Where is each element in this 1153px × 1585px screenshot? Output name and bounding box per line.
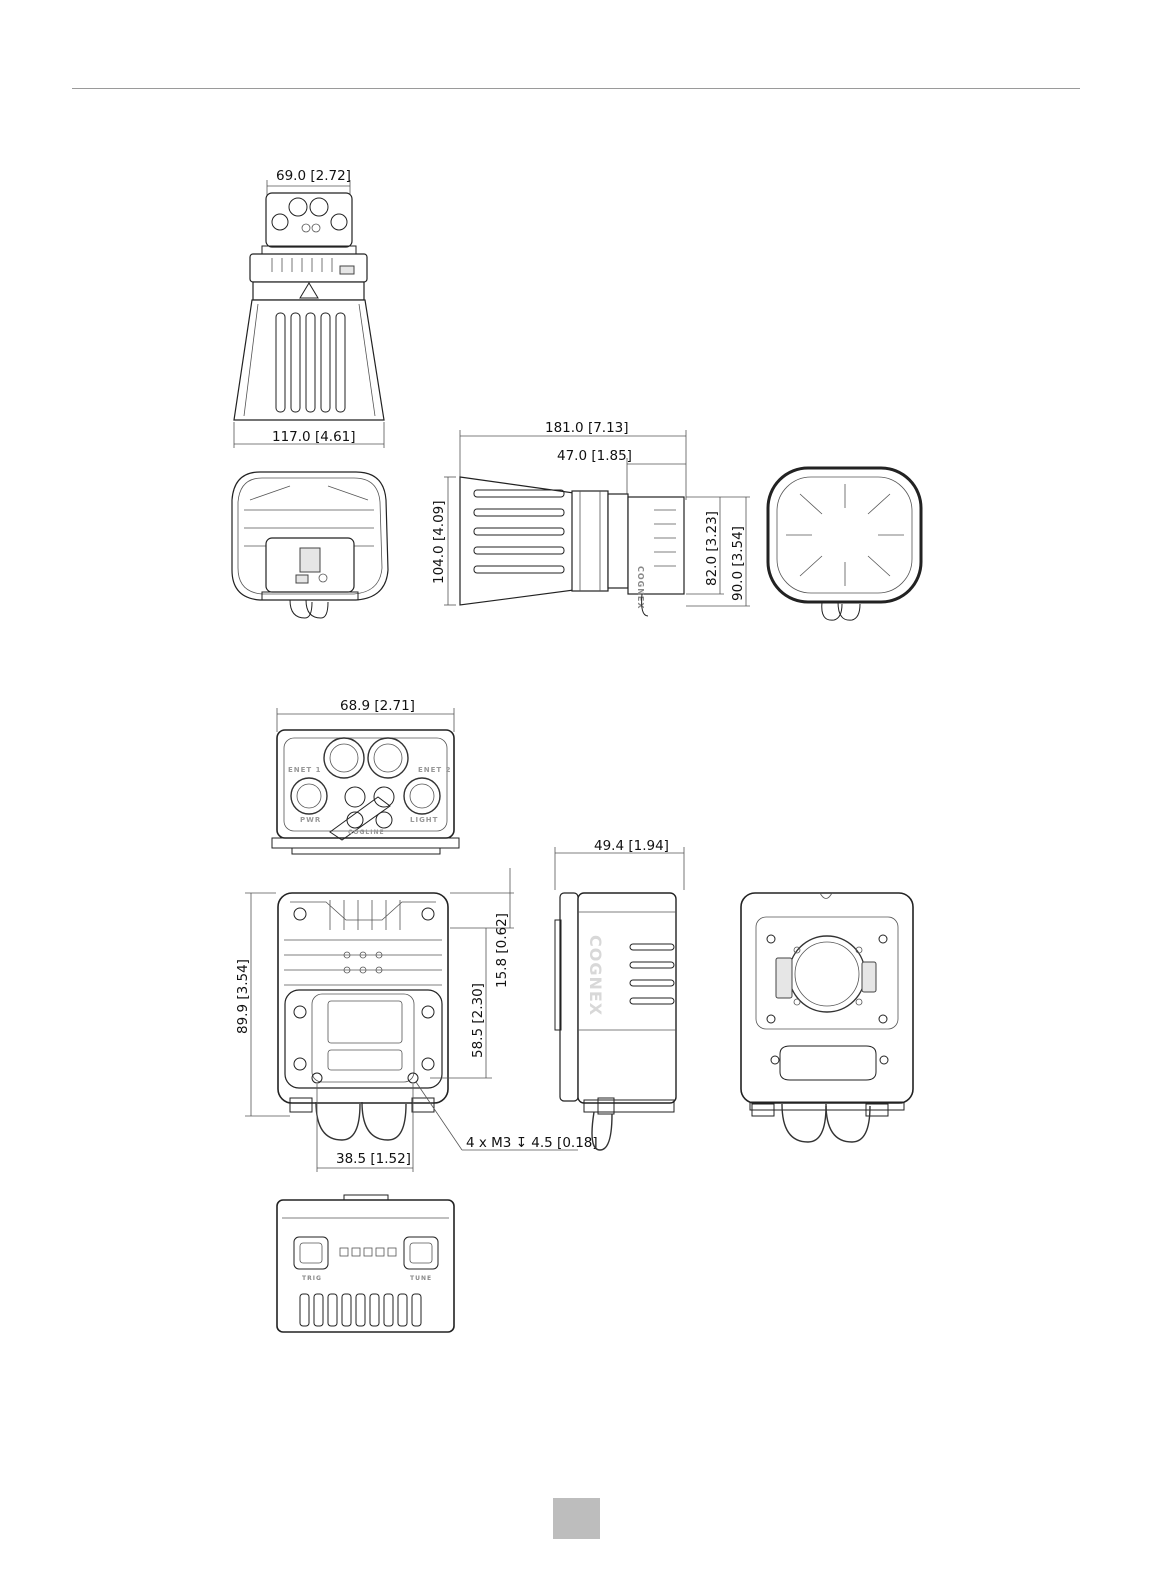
view-connector-panel: 68.9 [2.71] ENET 1 ENET 2 PWR LIGHT COGL… <box>272 698 459 854</box>
label-tune: TUNE <box>410 1275 432 1282</box>
dim-49-4: 49.4 [1.94] <box>594 838 669 854</box>
label-light: LIGHT <box>410 816 438 824</box>
view-front-body <box>741 893 913 1142</box>
label-enet2: ENET 2 <box>418 766 452 774</box>
dim-58-5: 58.5 [2.30] <box>470 983 486 1058</box>
view-rear-body: 89.9 [3.54] 58.5 [2.30] 15.8 [0.62] 38.5… <box>235 868 598 1172</box>
view-side-with-lens: 181.0 [7.13] 47.0 [1.85] COGNEX 104.0 [4… <box>431 420 750 616</box>
dim-15-8: 15.8 [0.62] <box>494 913 510 988</box>
page-number-box <box>553 1498 600 1539</box>
view-led-panel: TRIG TUNE <box>277 1195 454 1332</box>
brand-side-body: COGNEX <box>586 935 605 1016</box>
dim-117-0: 117.0 [4.61] <box>272 429 356 445</box>
view-rear <box>232 472 388 618</box>
dim-47-0: 47.0 [1.85] <box>557 448 632 464</box>
brand-side-small: COGNEX <box>636 566 645 610</box>
view-front-with-lens: 69.0 [2.72] 117.0 [4.61] <box>234 168 384 448</box>
dim-38-5: 38.5 [1.52] <box>336 1151 411 1167</box>
dim-104-0: 104.0 [4.09] <box>431 500 447 584</box>
label-cogline: COGLINE <box>348 829 385 836</box>
view-side-body: 49.4 [1.94] COGNEX <box>555 838 684 1150</box>
dim-89-9: 89.9 [3.54] <box>235 959 251 1034</box>
dim-69-0: 69.0 [2.72] <box>276 168 351 184</box>
dim-181-0: 181.0 [7.13] <box>545 420 629 436</box>
view-lens-front <box>768 468 921 620</box>
label-trig: TRIG <box>302 1275 322 1282</box>
label-pwr: PWR <box>300 816 321 824</box>
label-enet1: ENET 1 <box>288 766 322 774</box>
dim-screw-spec: 4 x M3 ↧ 4.5 [0.18] <box>466 1135 598 1151</box>
dim-82-0: 82.0 [3.23] <box>704 511 720 586</box>
dim-68-9: 68.9 [2.71] <box>340 698 415 714</box>
dim-90-0: 90.0 [3.54] <box>730 526 746 601</box>
